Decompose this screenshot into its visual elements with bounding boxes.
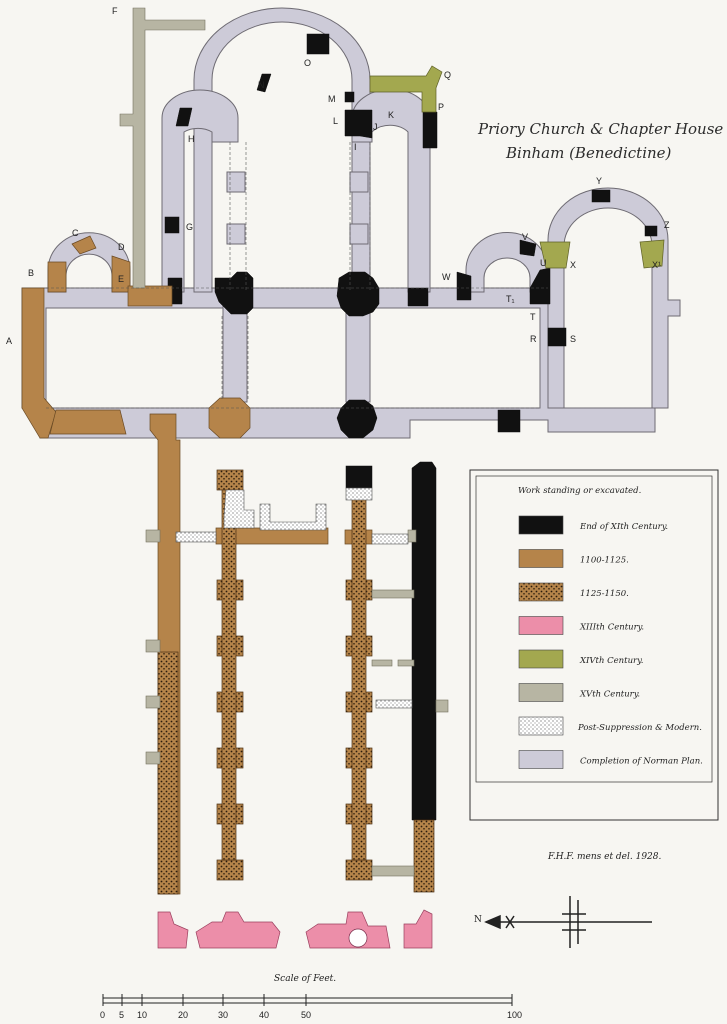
xi-century-work bbox=[164, 33, 658, 821]
legend-label-1: 1100-1125. bbox=[580, 556, 629, 566]
legend-swatch-3 bbox=[518, 616, 564, 635]
plan-letter-s: S bbox=[570, 334, 576, 344]
plan-letter-y: Y bbox=[596, 176, 602, 186]
plan-letter-i: I bbox=[354, 142, 357, 152]
scale-bar bbox=[102, 994, 513, 1006]
scale-tick-0: 0 bbox=[100, 1010, 105, 1020]
legend-swatch-5 bbox=[518, 683, 564, 702]
legend-swatch-1 bbox=[518, 549, 564, 568]
plan-letter-o: O bbox=[304, 58, 311, 68]
plan-letter-g: G bbox=[186, 222, 193, 232]
scale-tick-6: 50 bbox=[301, 1010, 311, 1020]
plan-letter-k: K bbox=[388, 110, 394, 120]
legend-box: End of XIth Century. 1100-1125. 1125-1150.… bbox=[469, 469, 719, 821]
plan-letter-l: L bbox=[333, 116, 338, 126]
norman-plan-walls bbox=[21, 7, 681, 439]
plan-letter-r: R bbox=[530, 334, 537, 344]
thirteenth-century-work bbox=[157, 909, 433, 949]
legend-label-2: 1125-1150. bbox=[580, 589, 629, 599]
plan-letter-u: U bbox=[540, 258, 547, 268]
legend-label-5: XVth Century. bbox=[579, 690, 640, 700]
legend-label-3: XIIIth Century. bbox=[579, 623, 644, 633]
legend-label-0: End of XIth Century. bbox=[579, 522, 668, 532]
credit-note: F.H.F. mens et del. 1928. bbox=[548, 852, 662, 862]
scale-tick-1: 5 bbox=[119, 1010, 124, 1020]
plan-letter-m: M bbox=[328, 94, 336, 104]
legend-swatch-2 bbox=[518, 582, 564, 602]
plan-letter-t: T bbox=[530, 312, 536, 322]
post-suppression-work bbox=[175, 487, 413, 709]
scale-tick-7: 100 bbox=[507, 1010, 522, 1020]
legend-swatch-4 bbox=[518, 649, 564, 669]
plan-letter-n: N bbox=[258, 80, 265, 90]
plan-letter-q: Q bbox=[444, 70, 451, 80]
plan-letter-z: Z bbox=[664, 220, 670, 230]
legend-swatch-6 bbox=[518, 716, 564, 736]
plan-letter-v: V bbox=[522, 232, 528, 242]
fourteenth-century-work bbox=[369, 65, 665, 269]
plan-letter-x1: X¹ bbox=[652, 260, 661, 270]
plan-letter-w: W bbox=[442, 272, 451, 282]
plan-letter-a: A bbox=[6, 336, 12, 346]
late-twelfth-work bbox=[157, 469, 435, 895]
fifteenth-century-work bbox=[119, 7, 449, 877]
plan-letter-f: F bbox=[112, 6, 118, 16]
plan-letter-b: B bbox=[28, 268, 34, 278]
early-twelfth-work bbox=[21, 235, 373, 895]
legend-label-4: XIVth Century. bbox=[579, 656, 643, 666]
plan-letter-d: D bbox=[118, 242, 125, 252]
legend-label-6: Post-Suppression & Modern. bbox=[577, 723, 702, 733]
compass-north-label: N bbox=[474, 915, 482, 925]
legend-heading: Work standing or excavated. bbox=[518, 486, 642, 496]
plan-letter-e: E bbox=[118, 274, 124, 284]
plan-letter-x: X bbox=[570, 260, 576, 270]
scale-tick-3: 20 bbox=[178, 1010, 188, 1020]
scale-tick-4: 30 bbox=[218, 1010, 228, 1020]
plan-letter-j: J bbox=[373, 122, 378, 132]
plan-letter-t1: T₁ bbox=[506, 294, 515, 304]
plan-letter-c: C bbox=[72, 228, 79, 238]
construction-lines bbox=[46, 142, 548, 409]
plan-letter-p: P bbox=[438, 102, 444, 112]
legend-label-7: Completion of Norman Plan. bbox=[580, 757, 703, 767]
title-line-2: Binham (Benedictine) bbox=[506, 144, 672, 162]
scale-tick-5: 40 bbox=[259, 1010, 269, 1020]
legend-swatch-0 bbox=[518, 515, 564, 535]
scale-caption: Scale of Feet. bbox=[274, 974, 337, 984]
title-line-1: Priory Church & Chapter House of bbox=[478, 120, 727, 138]
scale-tick-2: 10 bbox=[137, 1010, 147, 1020]
legend-swatch-7 bbox=[518, 750, 564, 769]
plan-letter-h: H bbox=[188, 134, 195, 144]
compass-rose bbox=[484, 896, 652, 948]
